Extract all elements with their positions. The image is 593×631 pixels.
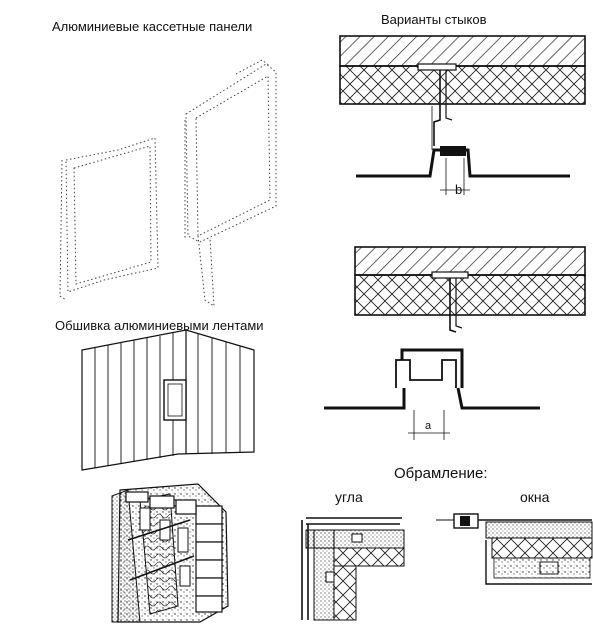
strip-cladding-sketch (81, 329, 255, 471)
joint-variant-1 (339, 35, 586, 195)
dimension-a-label: a (425, 420, 432, 432)
wall-section-sketch (111, 483, 229, 623)
dimension-b-label: b (455, 182, 463, 197)
joint-variant-2 (324, 246, 586, 440)
joint-variants-label: Варианты стыков (381, 12, 487, 27)
corner-label: угла (335, 489, 363, 505)
corner-framing-detail (301, 517, 405, 621)
framing-label: Обрамление: (394, 465, 488, 482)
cassette-panels-label: Алюминиевые кассетные панели (52, 19, 253, 34)
strip-cladding-label: Обшивка алюминиевыми лентами (55, 318, 264, 333)
window-label: окна (520, 489, 550, 505)
cassette-panels-sketch (59, 59, 277, 307)
window-framing-detail (436, 513, 593, 585)
